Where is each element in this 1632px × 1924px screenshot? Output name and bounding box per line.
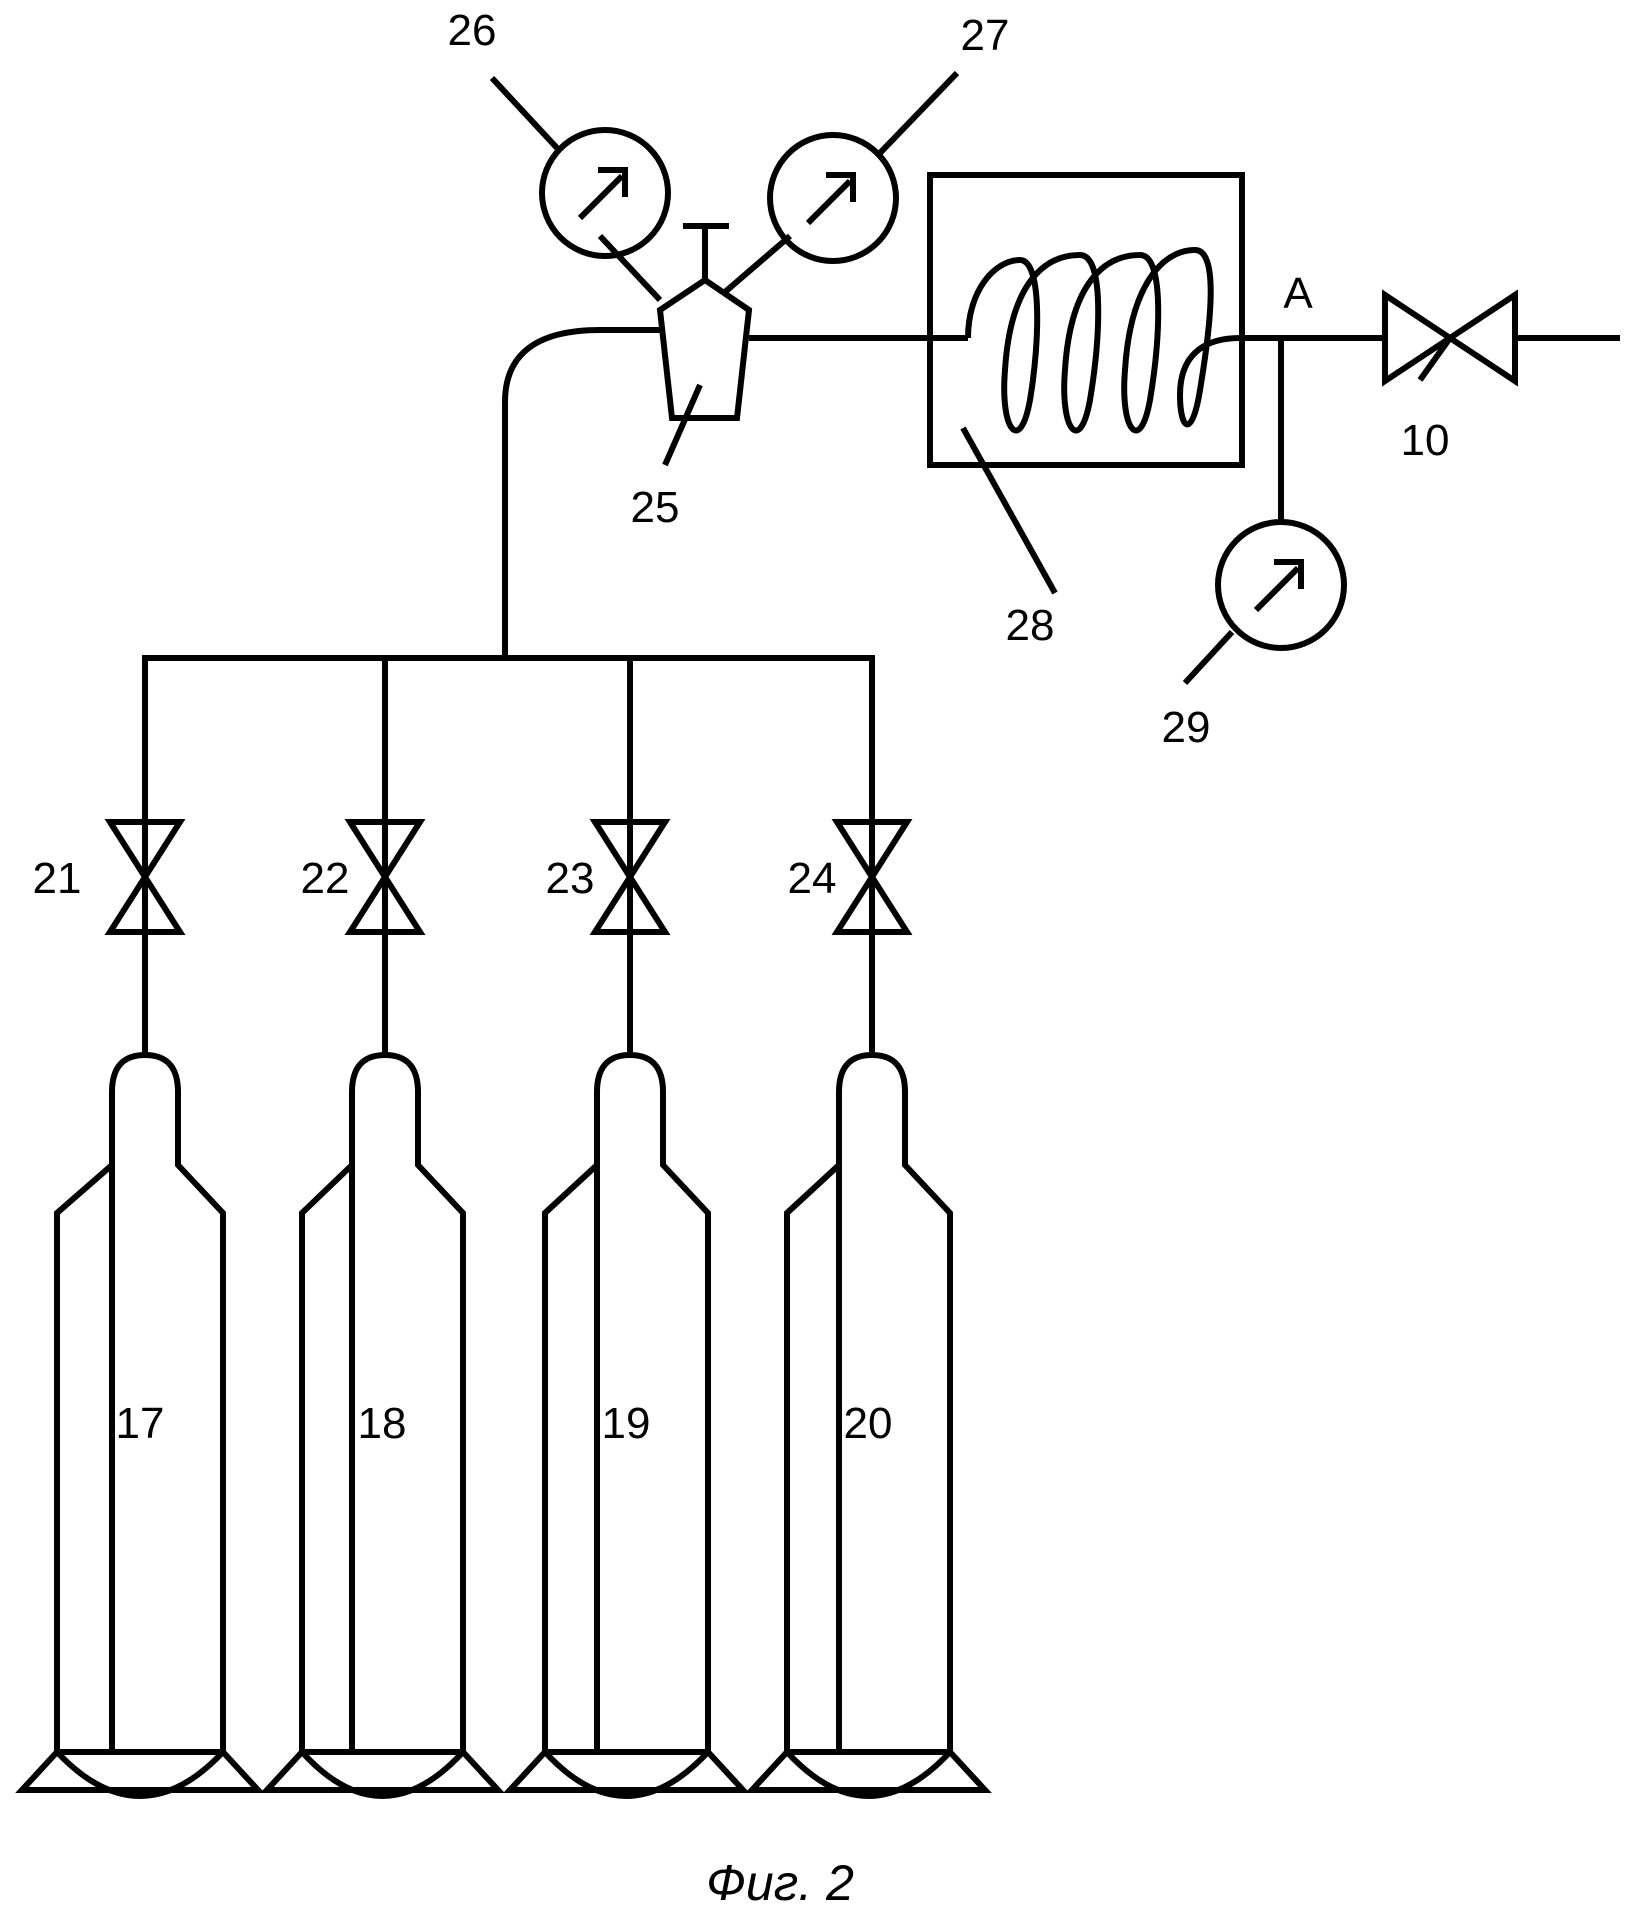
label-27: 27	[961, 11, 1010, 60]
gauge-26-icon	[492, 78, 668, 256]
label-26: 26	[448, 6, 497, 55]
heater-box-28	[930, 175, 1242, 593]
outlet-line	[1242, 295, 1620, 522]
cylinder-17	[22, 822, 258, 1796]
gauge-29-icon	[1185, 522, 1344, 683]
label-22: 22	[301, 854, 350, 903]
cylinder-19	[510, 822, 743, 1796]
label-10: 10	[1401, 416, 1450, 465]
label-a: A	[1283, 269, 1313, 318]
label-28: 28	[1006, 601, 1055, 650]
label-29: 29	[1162, 703, 1211, 752]
regulator-25	[600, 226, 790, 465]
label-17: 17	[116, 1399, 165, 1448]
label-20: 20	[844, 1399, 893, 1448]
label-18: 18	[358, 1399, 407, 1448]
figure-caption: Фиг. 2	[706, 1855, 854, 1911]
label-19: 19	[602, 1399, 651, 1448]
cylinder-18	[267, 822, 498, 1796]
label-24: 24	[788, 854, 837, 903]
label-23: 23	[546, 854, 595, 903]
cylinder-20	[752, 822, 985, 1796]
manifold-pipe	[145, 330, 872, 1030]
label-21: 21	[33, 854, 82, 903]
label-25: 25	[631, 483, 680, 532]
